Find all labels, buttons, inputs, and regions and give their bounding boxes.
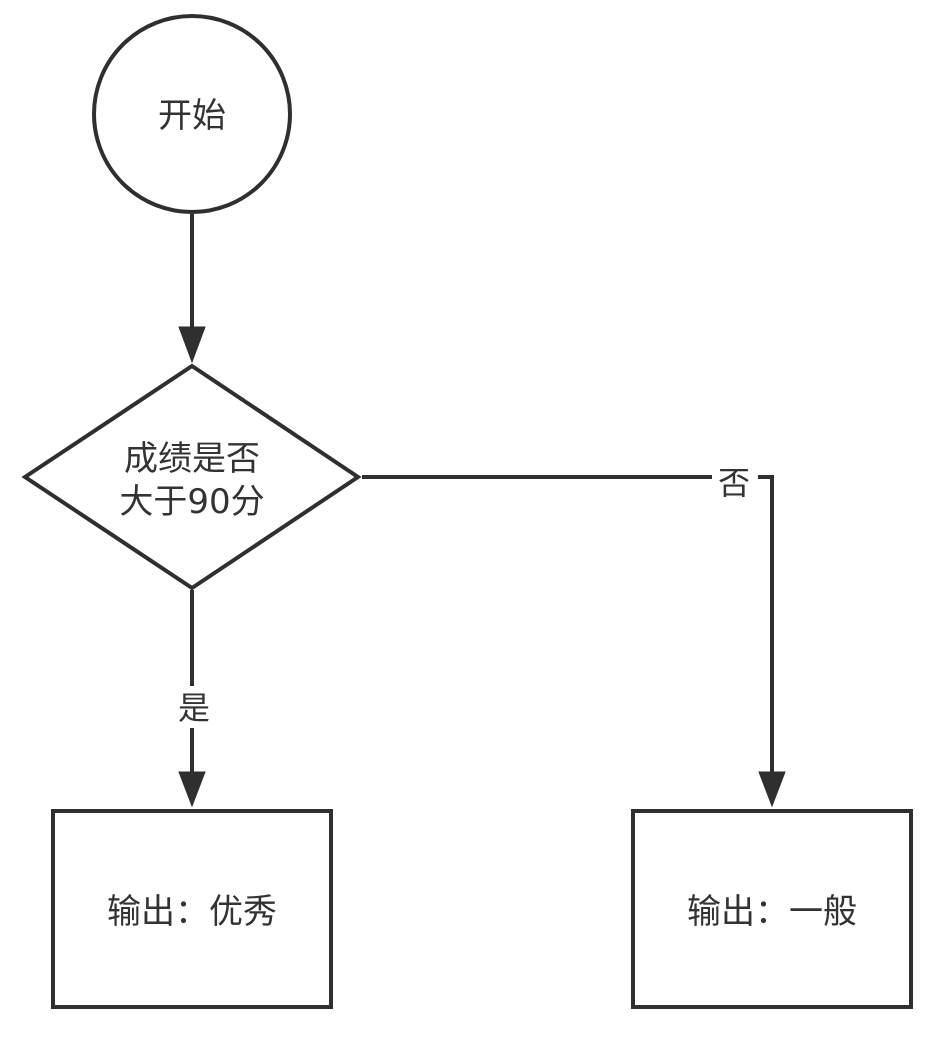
node-start: 开始 xyxy=(92,14,292,214)
arrow-head xyxy=(178,771,206,808)
decision-label-line-2: 大于90分 xyxy=(119,482,264,522)
decision-label-line-1: 成绩是否 xyxy=(124,439,260,479)
node-output-average: 输出：一般 xyxy=(631,809,913,1009)
decision-diamond xyxy=(21,363,362,591)
start-circle xyxy=(92,14,292,214)
arrow-head xyxy=(758,771,786,808)
node-decision: 成绩是否 大于90分 xyxy=(21,363,362,591)
edge-label-no: 否 xyxy=(718,464,750,502)
start-label: 开始 xyxy=(158,96,226,136)
node-output-excellent: 输出：优秀 xyxy=(51,809,333,1009)
edge-no: 否 xyxy=(362,462,786,808)
edge-label-background xyxy=(172,686,212,728)
output-average-label: 输出：一般 xyxy=(687,892,857,932)
output-average-box xyxy=(631,809,913,1009)
output-excellent-label: 输出：优秀 xyxy=(107,892,277,932)
edge-label-yes: 是 xyxy=(178,689,210,727)
edge-label-background xyxy=(712,462,758,504)
edge-start-to-decision xyxy=(178,214,206,364)
output-excellent-box xyxy=(51,809,333,1009)
edge-line xyxy=(362,475,774,775)
edge-yes: 是 xyxy=(172,590,212,808)
arrow-head xyxy=(178,326,206,364)
